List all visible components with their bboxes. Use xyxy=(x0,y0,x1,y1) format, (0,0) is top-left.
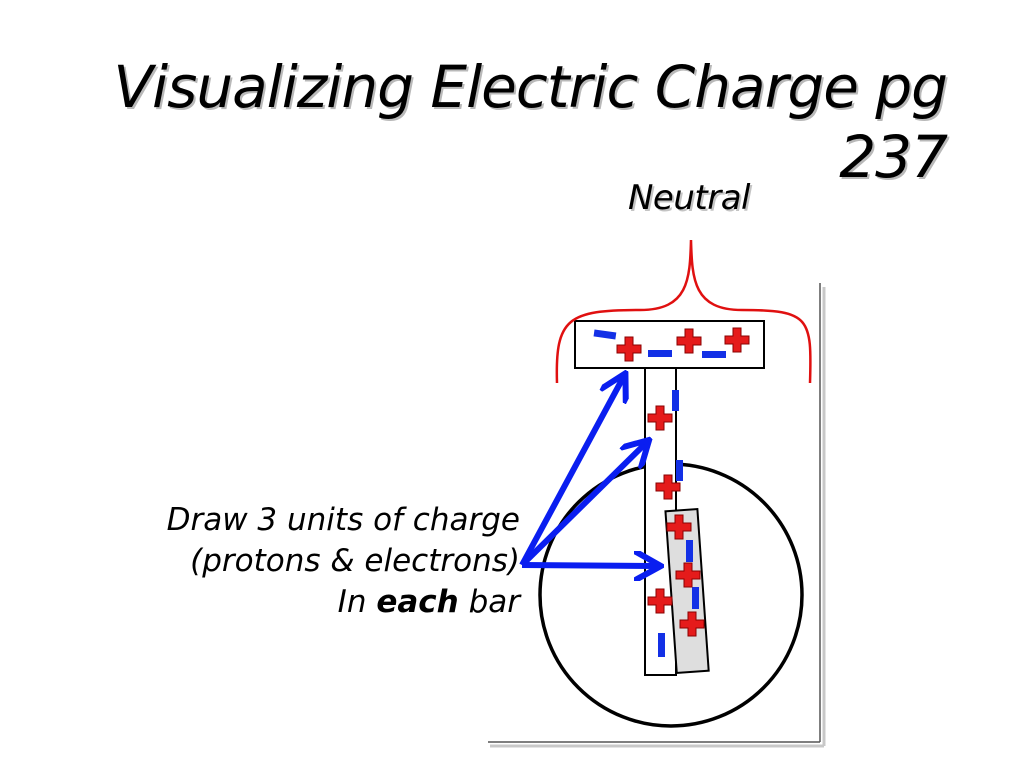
instruction-text: Draw 3 units of charge (protons & electr… xyxy=(40,500,520,623)
instruction-line-2: (protons & electrons) xyxy=(190,543,520,579)
electrons xyxy=(593,329,726,657)
instruction-suffix: bar xyxy=(458,584,520,620)
proton-sign xyxy=(679,611,705,637)
electroscope-leaf xyxy=(664,508,710,674)
arrow-to-leaf xyxy=(521,565,658,566)
proton-sign xyxy=(675,562,701,588)
protons xyxy=(616,327,750,637)
title-line-2: 237 xyxy=(839,123,948,191)
instruction-line-3: In each bar xyxy=(40,582,520,623)
proton-sign xyxy=(616,336,642,362)
proton-sign xyxy=(666,514,692,540)
instruction-prefix: In xyxy=(337,584,377,620)
arrow-to-stem xyxy=(519,442,647,568)
neutral-label: Neutral xyxy=(628,178,751,218)
proton-sign xyxy=(676,328,702,354)
proton-sign xyxy=(647,588,673,614)
electron-sign xyxy=(658,633,665,657)
electron-sign xyxy=(593,329,617,340)
electron-sign xyxy=(692,587,699,609)
proton-sign xyxy=(655,474,681,500)
electron-sign xyxy=(676,460,683,481)
diagram-frame xyxy=(488,283,826,748)
arrows xyxy=(519,376,658,568)
neutral-brace xyxy=(555,239,812,384)
title-line-1: Visualizing Electric Charge pg xyxy=(113,53,948,121)
instruction-emphasis: each xyxy=(376,584,459,620)
slide-title: Visualizing Electric Charge pg 237 xyxy=(47,52,948,192)
proton-sign xyxy=(724,327,750,353)
arrow-to-top-bar xyxy=(519,376,624,567)
electron-sign xyxy=(672,390,679,411)
electron-sign xyxy=(702,351,726,358)
electron-sign xyxy=(648,350,672,357)
instruction-line-1: Draw 3 units of charge xyxy=(166,502,520,538)
electron-sign xyxy=(686,540,693,562)
proton-sign xyxy=(647,405,673,431)
